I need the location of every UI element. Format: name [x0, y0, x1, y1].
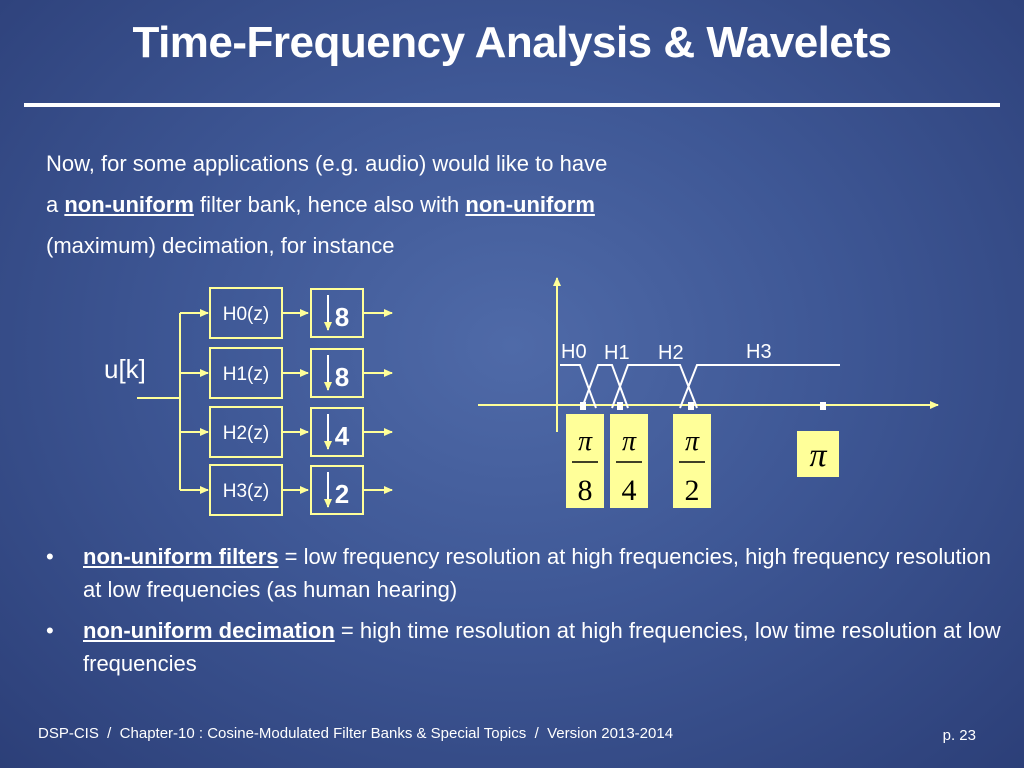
tick-pi-2 [688, 402, 694, 410]
tick-pi-4 [617, 402, 623, 410]
bullet-item-decimation: • non-uniform decimation = high time res… [46, 614, 1006, 680]
slide-title: Time-Frequency Analysis & Wavelets [132, 18, 893, 67]
filter-label-h0: H0(z) [223, 304, 269, 325]
band-label-h2: H2 [658, 342, 684, 364]
input-label: u[k] [104, 354, 146, 384]
band-label-h3: H3 [746, 341, 772, 363]
footer-text: DSP-CIS / Chapter-10 : Cosine-Modulated … [38, 725, 674, 742]
fraction-numerator: π [685, 426, 700, 457]
intro-line-1: Now, for some applications (e.g. audio) … [46, 151, 608, 176]
decimation-factor-2: 4 [335, 421, 350, 451]
fraction-denominator: 2 [685, 474, 700, 507]
filter-bank-diagram: u[k] H0(z) 8 H1(z) 8 [104, 287, 393, 516]
intro-line-2: a non-uniform filter bank, hence also wi… [46, 184, 946, 225]
intro-text: Now, for some applications (e.g. audio) … [46, 143, 946, 266]
decimation-factor-1: 8 [335, 362, 349, 392]
decimation-factor-3: 2 [335, 479, 349, 509]
filter-label-h3: H3(z) [223, 481, 269, 502]
tick-label-pi-8: π 8 [566, 414, 604, 508]
fraction-numerator: π [622, 426, 637, 457]
filter-row-1: H1(z) 8 [180, 347, 393, 399]
band-curve-h0 [560, 364, 597, 409]
page-number: p. 23 [942, 727, 976, 744]
tick-pi [820, 402, 826, 410]
bullet-item-filters: • non-uniform filters = low frequency re… [46, 540, 1006, 606]
bullet-marker: • [46, 544, 54, 569]
filter-label-h1: H1(z) [223, 364, 269, 385]
decimation-factor-0: 8 [335, 302, 349, 332]
band-label-h0: H0 [561, 341, 587, 363]
bullet-text-filters: = low frequency resolution at high frequ… [83, 544, 991, 602]
frequency-spectrum: H0 H1 H2 H3 π 8 π 4 π 2 π [478, 277, 939, 508]
intro-line-3: (maximum) decimation, for instance [46, 233, 395, 258]
fraction-denominator: 8 [578, 474, 593, 507]
bullet-marker: • [46, 618, 54, 643]
bullet-text-decimation: = high time resolution at high frequenci… [83, 618, 1001, 676]
tick-pi-8 [580, 402, 586, 410]
fraction-numerator: π [578, 426, 593, 457]
term-non-uniform-1: non-uniform [64, 192, 194, 217]
filter-label-h2: H2(z) [223, 423, 269, 444]
filter-row-3: H3(z) 2 [180, 464, 393, 516]
bullet-list: • non-uniform filters = low frequency re… [46, 540, 1006, 688]
band-curve-h3 [679, 364, 840, 409]
bullet-term-decimation: non-uniform decimation [83, 618, 335, 643]
intro-line-2-a: a [46, 192, 65, 217]
filter-row-0: H0(z) 8 [180, 287, 393, 339]
intro-line-2-b: filter bank, hence also with [193, 192, 466, 217]
tick-label-pi: π [797, 431, 839, 477]
tick-label-pi-2: π 2 [673, 414, 711, 508]
term-non-uniform-2: non-uniform [465, 192, 595, 217]
bullet-term-filters: non-uniform filters [83, 544, 279, 569]
filter-row-2: H2(z) 4 [180, 406, 393, 458]
fraction-denominator: 4 [622, 474, 637, 507]
pi-label: π [809, 437, 827, 474]
title-divider [24, 103, 1000, 107]
tick-label-pi-4: π 4 [610, 414, 648, 508]
band-label-h1: H1 [604, 342, 630, 364]
